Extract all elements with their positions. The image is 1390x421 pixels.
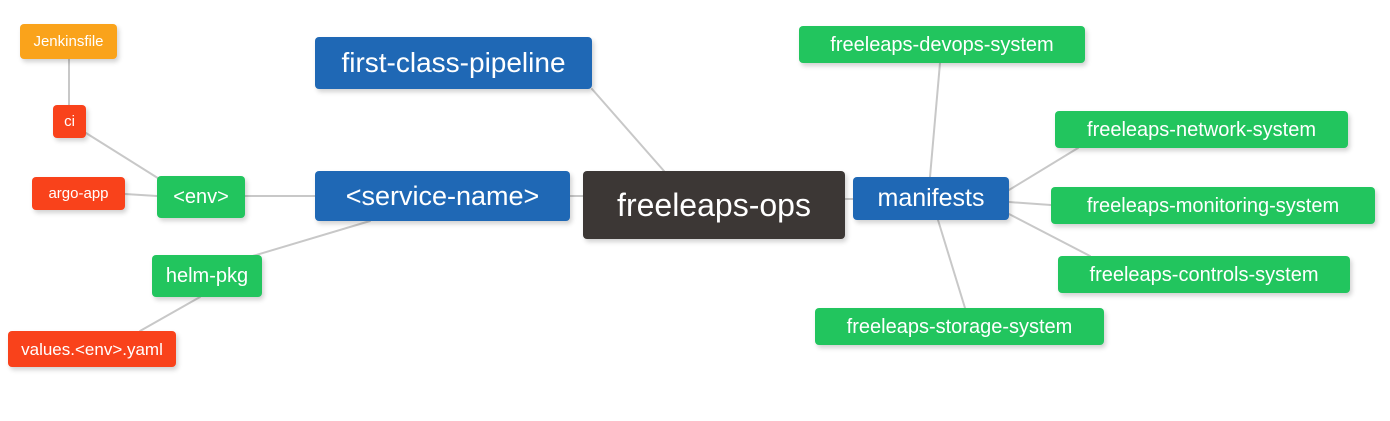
- edge-manifests-to-controls-system: [1008, 213, 1091, 257]
- edge-argo-app-to-env: [124, 193, 158, 197]
- mindmap-node-label: <service-name>: [345, 180, 540, 211]
- mindmap-node-label: freeleaps-network-system: [1087, 118, 1316, 141]
- mindmap-node-manifests[interactable]: manifests: [853, 177, 1009, 220]
- edge-helm-pkg-to-service-name: [245, 220, 371, 259]
- mindmap-node-label: first-class-pipeline: [341, 47, 566, 78]
- mindmap-node-devops-system[interactable]: freeleaps-devops-system: [799, 26, 1085, 63]
- mindmap-node-label: argo-app: [48, 185, 109, 202]
- mindmap-node-helm-pkg[interactable]: helm-pkg: [152, 255, 262, 297]
- mindmap-node-storage-system[interactable]: freeleaps-storage-system: [815, 308, 1104, 345]
- mindmap-node-first-class-pipeline[interactable]: first-class-pipeline: [315, 37, 592, 89]
- mindmap-node-jenkinsfile[interactable]: Jenkinsfile: [20, 24, 117, 59]
- mindmap-node-label: Jenkinsfile: [33, 33, 104, 50]
- edge-manifests-to-monitoring-system: [1008, 201, 1052, 206]
- mindmap-node-service-name[interactable]: <service-name>: [315, 171, 570, 221]
- mindmap-node-label: ci: [64, 113, 75, 130]
- mindmap-node-label: helm-pkg: [165, 265, 249, 287]
- edge-first-class-pipeline-to-freeleaps-ops: [591, 88, 665, 172]
- mindmap-node-label: values.<env>.yaml: [21, 339, 163, 359]
- mindmap-node-env[interactable]: <env>: [157, 176, 245, 218]
- mindmap-node-label: freeleaps-monitoring-system: [1086, 194, 1340, 217]
- mindmap-node-label: manifests: [877, 184, 985, 212]
- mindmap-node-label: freeleaps-storage-system: [846, 315, 1073, 338]
- edge-manifests-to-storage-system: [937, 219, 966, 309]
- mindmap-node-controls-system[interactable]: freeleaps-controls-system: [1058, 256, 1350, 293]
- mindmap-node-freeleaps-ops[interactable]: freeleaps-ops: [583, 171, 845, 239]
- edge-manifests-to-network-system: [1008, 147, 1079, 191]
- mindmap-node-label: freeleaps-devops-system: [830, 33, 1054, 56]
- mindmap-node-label: <env>: [173, 186, 229, 208]
- edge-values-yaml-to-helm-pkg: [139, 296, 201, 332]
- mindmap-node-argo-app[interactable]: argo-app: [32, 177, 125, 210]
- mindmap-node-label: freeleaps-controls-system: [1089, 263, 1319, 286]
- mindmap-node-ci[interactable]: ci: [53, 105, 86, 138]
- edge-manifests-to-devops-system: [929, 62, 941, 178]
- mindmap-node-network-system[interactable]: freeleaps-network-system: [1055, 111, 1348, 148]
- mindmap-node-values-yaml[interactable]: values.<env>.yaml: [8, 331, 176, 367]
- mindmap-node-label: freeleaps-ops: [617, 187, 811, 223]
- mindmap-node-monitoring-system[interactable]: freeleaps-monitoring-system: [1051, 187, 1375, 224]
